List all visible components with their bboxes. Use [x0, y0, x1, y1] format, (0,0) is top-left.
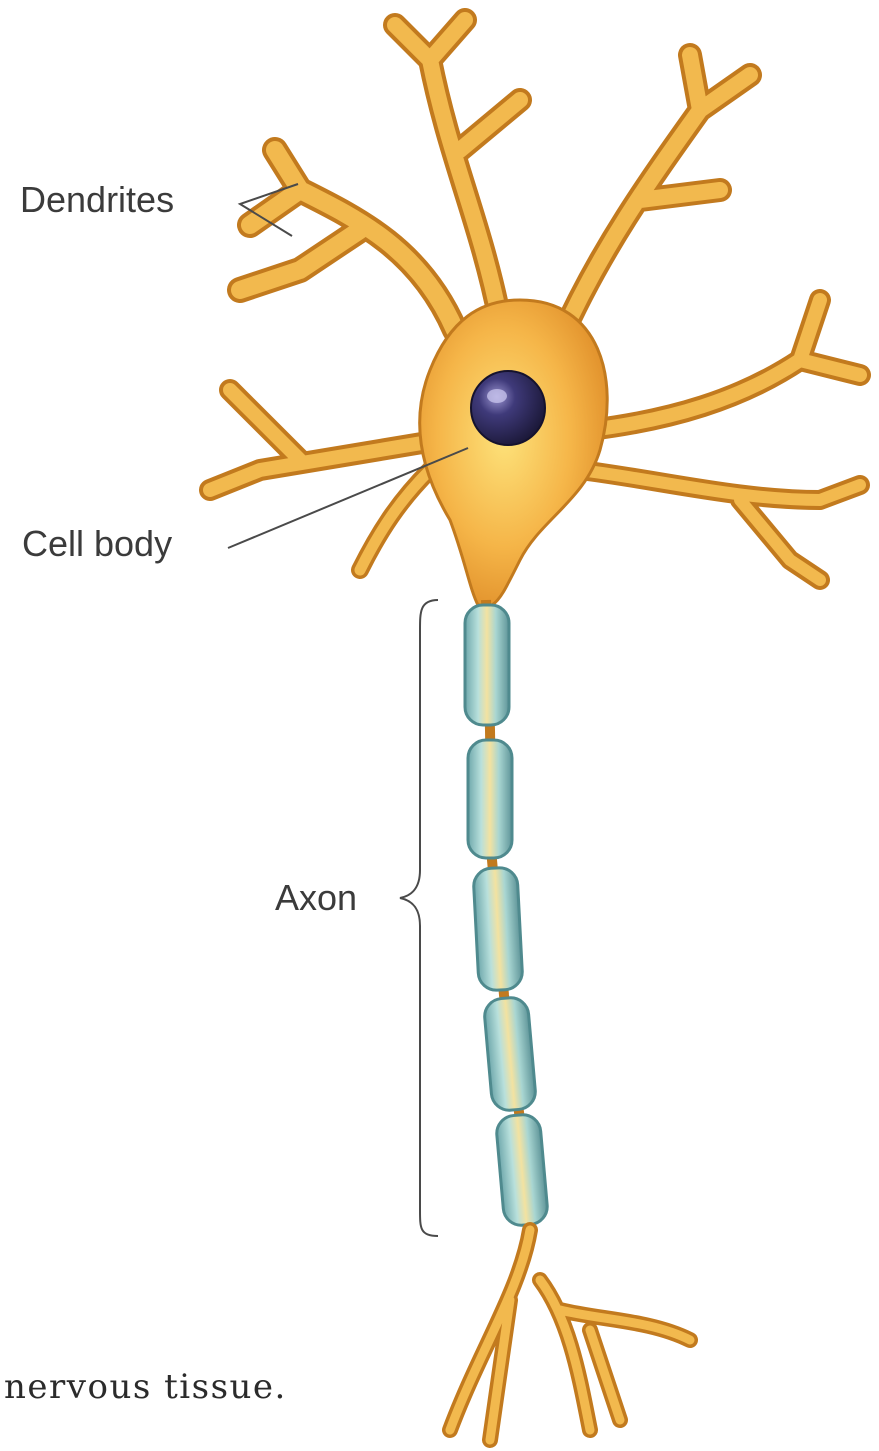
label-axon: Axon	[275, 877, 357, 918]
label-dendrites: Dendrites	[20, 179, 174, 220]
myelin-segment	[468, 740, 512, 858]
nucleus	[471, 371, 545, 445]
figure-caption: nervous tissue.	[4, 1367, 287, 1407]
myelin-segment	[495, 1113, 548, 1226]
myelin-segment	[465, 605, 509, 725]
axon-bracket	[400, 600, 438, 1236]
myelin-sheath	[465, 605, 549, 1227]
cell-body-shape	[420, 300, 608, 605]
myelin-segment	[483, 996, 537, 1111]
axon-terminals	[450, 1230, 690, 1440]
myelin-segment	[473, 867, 523, 991]
label-cell-body: Cell body	[22, 523, 172, 564]
